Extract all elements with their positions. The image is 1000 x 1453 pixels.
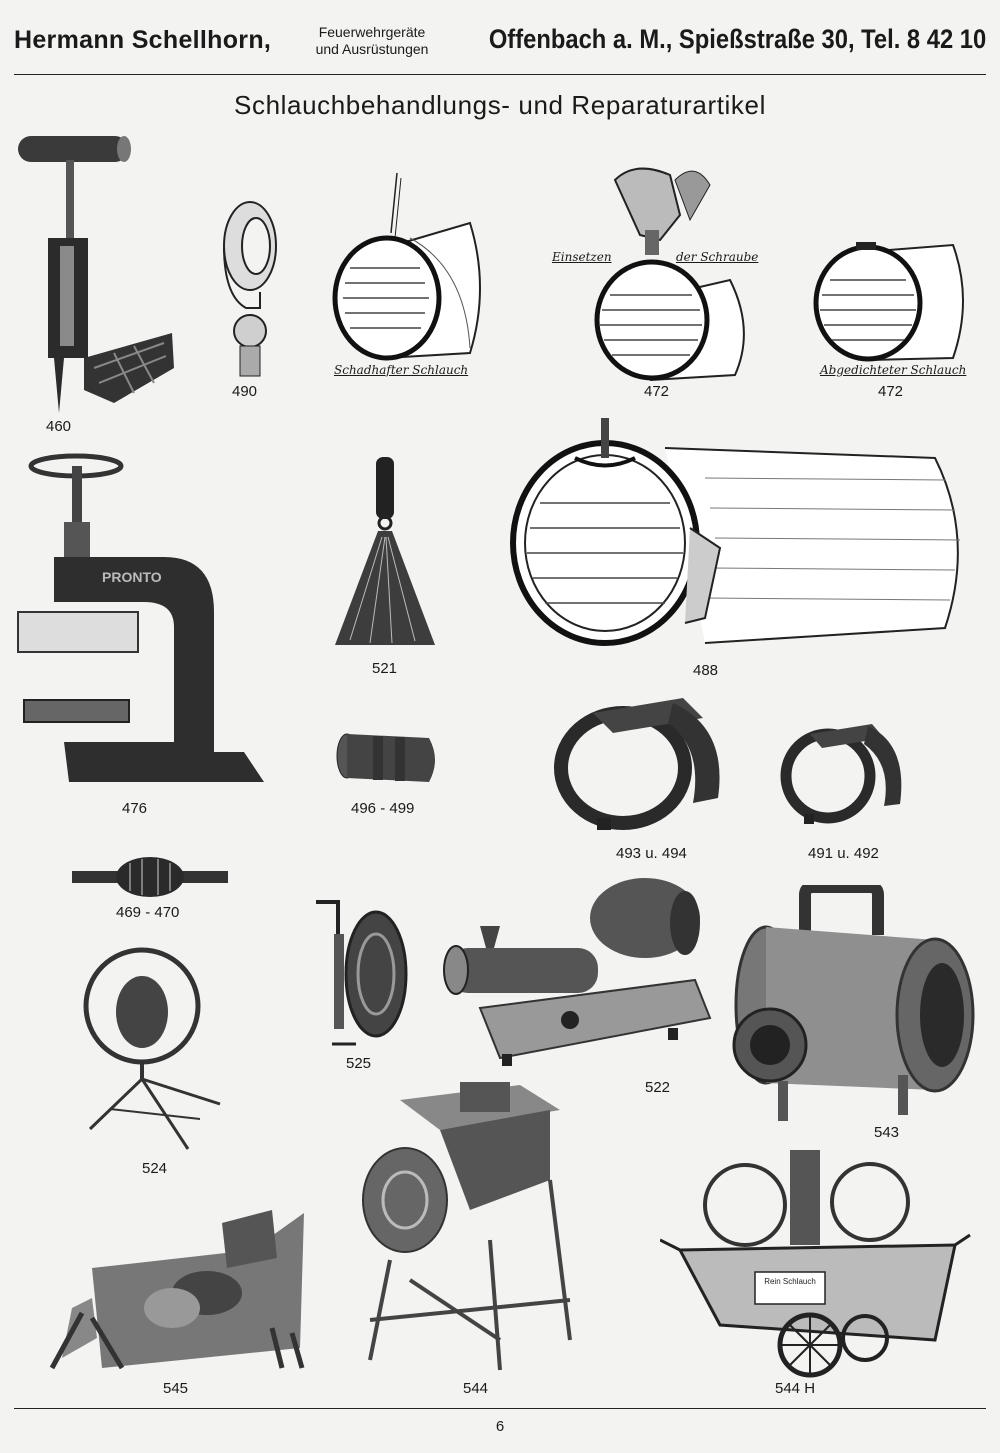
company-name: Hermann Schellhorn,: [14, 26, 272, 54]
figure-clamp-493-494: [553, 688, 738, 838]
figure-machine-544: [350, 1080, 590, 1380]
figure-vessel-543: [720, 885, 985, 1125]
figure-coupling-496-499: [333, 728, 443, 790]
item-number-472-a: 472: [644, 383, 670, 400]
item-number-522: 522: [645, 1079, 671, 1096]
label-insert: Einsetzen: [552, 250, 612, 264]
item-number-493-494: 493 u. 494: [616, 845, 687, 862]
figure-machine-545: [32, 1208, 322, 1378]
item-number-544: 544: [463, 1380, 489, 1397]
figure-press-476: PRONTO: [14, 452, 269, 797]
item-number-476: 476: [122, 800, 148, 817]
figure-reel-stand-524: [80, 944, 230, 1154]
item-number-496-499: 496 - 499: [351, 800, 415, 817]
figure-sealed-hose: [808, 240, 973, 365]
figure-machine-522: [440, 868, 715, 1068]
press-brand: PRONTO: [102, 569, 162, 585]
page-title: Schlauchbehandlungs- und Reparaturartike…: [234, 90, 766, 120]
item-number-521: 521: [372, 660, 398, 677]
page-header: Hermann Schellhorn, Feuerwehrgeräte und …: [14, 22, 986, 70]
label-sealed-hose: Abgedichteter Schlauch: [820, 363, 967, 377]
figure-screw-insertion: [560, 160, 760, 385]
item-number-488: 488: [693, 662, 719, 679]
label-damaged-hose: Schadhafter Schlauch: [334, 363, 469, 377]
figure-cart-544h: Rein Schlauch: [660, 1140, 980, 1380]
item-number-469-470: 469 - 470: [116, 904, 180, 921]
footer-rule: [14, 1408, 986, 1409]
cart-plate-text: Rein Schlauch: [764, 1277, 816, 1286]
item-number-545: 545: [163, 1380, 189, 1397]
figure-clamp-491-492: [780, 714, 910, 829]
figure-hose-binding-469-470: [70, 853, 230, 903]
item-number-524: 524: [142, 1160, 168, 1177]
item-number-491-492: 491 u. 492: [808, 845, 879, 862]
figure-hose-clamp-488: [505, 418, 975, 658]
label-of-screw: der Schraube: [676, 250, 759, 264]
item-number-460: 460: [46, 418, 72, 435]
item-number-544h: 544 H: [775, 1380, 816, 1397]
company-tagline: Feuerwehrgeräte und Ausrüstungen: [272, 24, 472, 58]
figure-brush-521: [330, 455, 440, 655]
header-rule: [14, 74, 986, 75]
figure-damaged-hose: [325, 168, 490, 383]
tagline-line-2: und Ausrüstungen: [315, 41, 429, 57]
figure-hose-pump-460: [14, 128, 176, 420]
item-number-543: 543: [874, 1124, 900, 1141]
figure-tape-roll-490: [210, 196, 290, 381]
page-number: 6: [495, 1418, 505, 1435]
item-number-490: 490: [232, 383, 258, 400]
item-number-525: 525: [346, 1055, 372, 1072]
item-number-472-b: 472: [878, 383, 904, 400]
company-address: Offenbach a. M., Spießstraße 30, Tel. 8 …: [488, 24, 986, 54]
figure-hose-reel-525: [306, 894, 416, 1059]
tagline-line-1: Feuerwehrgeräte: [318, 24, 426, 40]
